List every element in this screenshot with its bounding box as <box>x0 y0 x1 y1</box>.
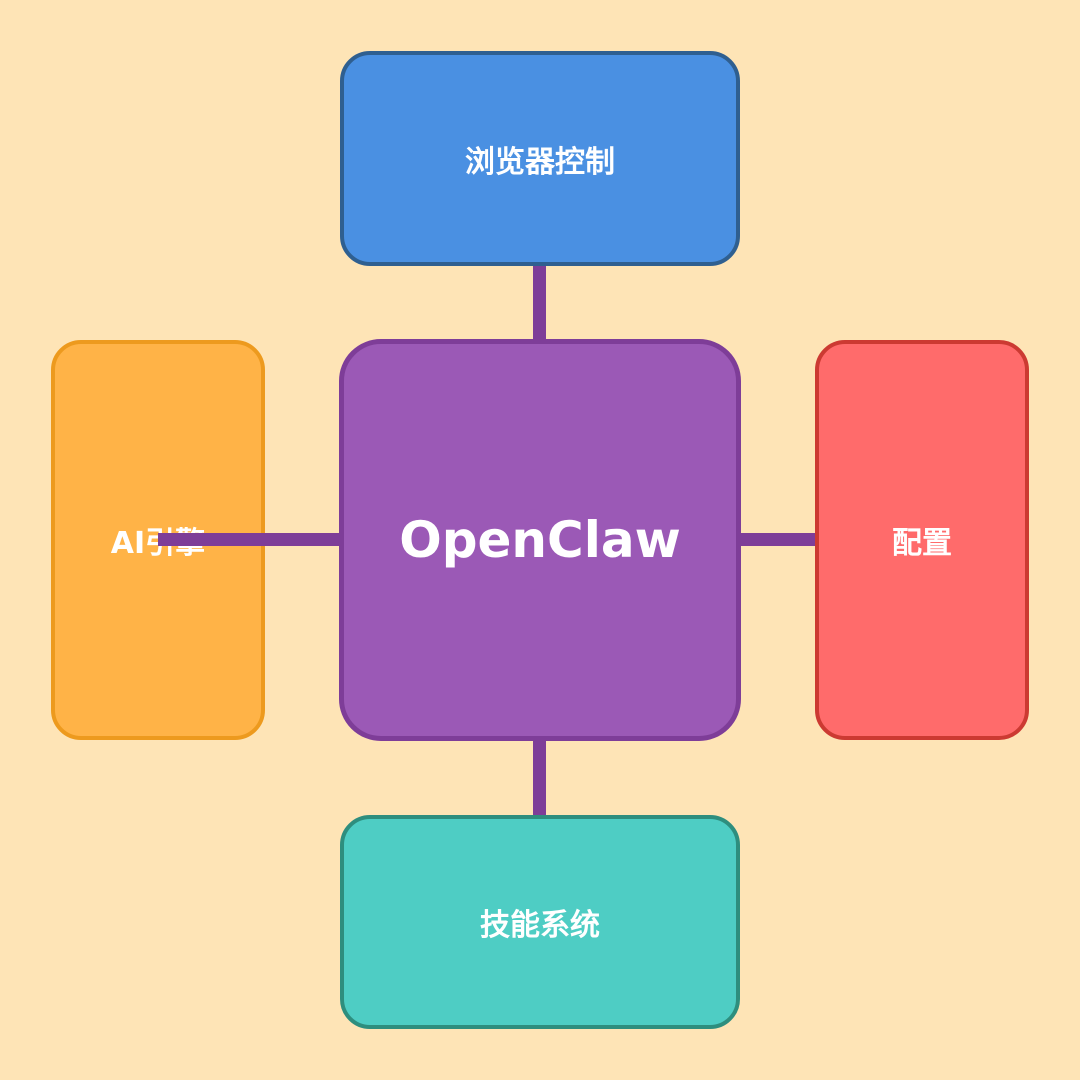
openclaw-core-label: OpenClaw <box>399 511 681 569</box>
skill-system-node: 技能系统 <box>340 815 740 1029</box>
browser-control-node: 浏览器控制 <box>340 51 740 266</box>
browser-control-label: 浏览器控制 <box>465 144 615 180</box>
connector-left <box>158 533 341 546</box>
config-label: 配置 <box>892 526 952 561</box>
config-node: 配置 <box>815 340 1029 740</box>
connector-right <box>740 533 816 546</box>
connector-bottom <box>533 740 546 817</box>
connector-top <box>533 264 546 342</box>
skill-system-label: 技能系统 <box>480 908 600 943</box>
openclaw-core-node: OpenClaw <box>339 339 741 741</box>
